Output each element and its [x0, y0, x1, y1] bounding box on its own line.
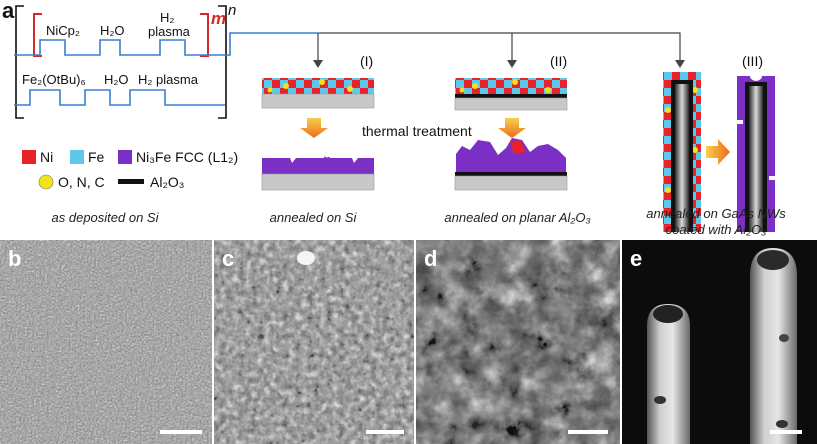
thermal-treatment-label: thermal treatment — [362, 123, 472, 139]
inner-bracket-right — [200, 13, 209, 57]
thermal-arrow-III — [706, 139, 730, 165]
stage-III-label: (III) — [742, 53, 763, 69]
ni-pulse-line — [14, 32, 320, 56]
sem-image-e: e — [622, 240, 817, 444]
sem-label-d: d — [424, 246, 438, 271]
h2o-label-2: H₂O — [104, 72, 129, 87]
stage-connector-line — [320, 32, 681, 62]
legend-fe-label: Fe — [88, 149, 105, 165]
panel-a-label: a — [2, 0, 15, 23]
caption-e-line1: annealed on GaAs NWs — [646, 206, 786, 221]
thermal-arrow-I — [300, 118, 328, 138]
h2o-label-1: H₂O — [100, 23, 125, 38]
caption-b: as deposited on Si — [51, 210, 159, 225]
outer-bracket-left — [15, 5, 24, 119]
inner-bracket-left — [33, 13, 42, 57]
sem-texture-b — [0, 240, 212, 444]
scale-bar-b — [160, 430, 202, 434]
sem-texture-c — [214, 240, 414, 444]
inner-cycle-m: m — [211, 9, 226, 28]
fe-pulse-line — [14, 89, 225, 106]
panel-a-schematic: a n m NiCp₂ H₂O H₂ plasma Fe₂(OtBu)₆ H₂O… — [2, 0, 775, 232]
legend-ni-swatch — [22, 150, 36, 164]
plasma1-line2: plasma — [148, 24, 191, 39]
stage-I-label: (I) — [360, 53, 373, 69]
nanowire-short — [647, 304, 690, 444]
stage-II-as-deposited — [454, 78, 568, 111]
sem-label-b: b — [8, 246, 22, 271]
scale-bar-d — [568, 430, 608, 434]
ni-precursor-label: NiCp₂ — [46, 23, 80, 38]
outer-bracket-right — [218, 5, 227, 119]
legend-onc-swatch — [38, 174, 54, 190]
legend-ni3fe-label: Ni₃Fe FCC (L1₂) — [136, 149, 238, 165]
nanowire-tall — [750, 248, 797, 444]
sem-label-c: c — [222, 246, 235, 271]
sem-texture-d — [416, 240, 620, 444]
thermal-arrow-II — [498, 118, 526, 138]
caption-d: annealed on planar Al₂O₃ — [444, 210, 591, 225]
plasma1-line1: H₂ — [160, 10, 174, 25]
arrowhead-stage-III — [675, 60, 685, 68]
legend-ni-label: Ni — [40, 149, 53, 165]
outer-cycle-n: n — [228, 2, 236, 19]
stage-II-annealed — [454, 138, 568, 191]
scale-bar-e — [770, 430, 802, 434]
legend: Ni Fe Ni₃Fe FCC (L1₂) O, N, C Al₂O₃ — [22, 149, 238, 190]
stage-III-nanowire-after — [737, 71, 775, 232]
sem-label-e: e — [630, 246, 643, 271]
sem-image-c: c — [214, 240, 414, 444]
fe-precursor-label: Fe₂(OtBu)₆ — [22, 72, 86, 87]
legend-al2o3-label: Al₂O₃ — [150, 174, 184, 190]
scale-bar-c — [366, 430, 404, 434]
sem-nanowires-e — [647, 248, 797, 444]
sem-image-b: b — [0, 240, 212, 444]
caption-c: annealed on Si — [269, 210, 357, 225]
legend-fe-swatch — [70, 150, 84, 164]
legend-onc-label: O, N, C — [58, 174, 105, 190]
arrowhead-stage-II — [507, 60, 517, 68]
stage-I-as-deposited — [261, 78, 375, 109]
caption-e-line2: coated with Al₂O₃ — [665, 222, 767, 237]
plasma2-label: H₂ plasma — [138, 72, 199, 87]
legend-al2o3-swatch — [118, 179, 144, 184]
stage-III-nanowire-before — [663, 72, 701, 232]
legend-ni3fe-swatch — [118, 150, 132, 164]
arrowhead-stage-I — [313, 60, 323, 68]
sem-image-d: d — [416, 240, 620, 444]
stage-I-annealed — [261, 152, 375, 191]
stage-II-label: (II) — [550, 53, 567, 69]
